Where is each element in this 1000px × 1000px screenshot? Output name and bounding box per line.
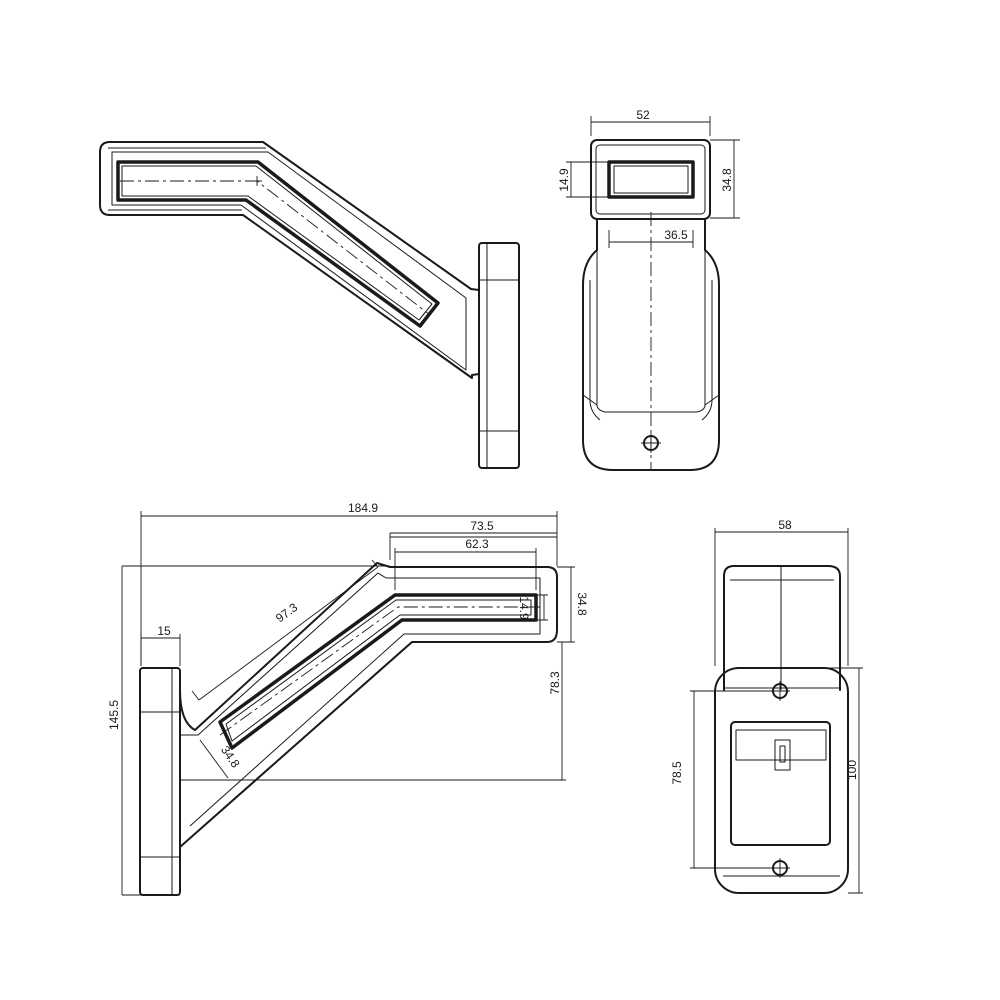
dim-rear-hole-spacing: 78.5	[670, 761, 684, 785]
rear-mount-plate	[714, 667, 849, 894]
dim-side-lens-height: 14.9	[517, 596, 531, 620]
arm-inner-outline	[111, 151, 467, 371]
rear-view	[714, 565, 849, 894]
lower-arm-outline	[179, 562, 558, 848]
dim-top-view-lens-width: 36.5	[664, 228, 688, 242]
base-detail-lines	[479, 243, 519, 468]
dim-top-view-height: 34.8	[720, 168, 734, 192]
lower-lens-centerline	[219, 606, 540, 736]
mounting-base	[478, 242, 520, 469]
dim-side-arm-height: 78.3	[548, 671, 562, 695]
arm-outline	[99, 141, 480, 379]
dim-side-lens-length: 62.3	[465, 537, 489, 551]
rear-plate-inner	[723, 687, 840, 877]
dim-side-angled-thickness: 34.8	[218, 743, 243, 770]
lower-arm-inner	[180, 572, 541, 827]
arm-inner-outline-2	[108, 147, 266, 211]
dim-rear-width: 58	[778, 518, 792, 532]
dim-side-base-depth: 15	[157, 624, 171, 638]
lower-lens-inner	[225, 599, 532, 742]
stem-outline	[582, 218, 720, 471]
rear-hole-crosses	[770, 681, 790, 878]
front-view	[582, 139, 720, 471]
lens-outline	[116, 160, 440, 328]
dim-rear-height: 100	[845, 760, 859, 780]
dim-top-view-width: 52	[636, 108, 650, 122]
lens-inner-line	[121, 165, 433, 321]
lower-base-lines	[140, 668, 180, 895]
head-inner	[595, 144, 706, 215]
side-view-upper	[99, 141, 520, 469]
lower-mounting-base	[139, 667, 181, 896]
side-view-lower	[139, 562, 558, 896]
head-outline	[590, 139, 711, 220]
rear-stem-inner	[735, 729, 827, 771]
front-lens-inner	[613, 165, 689, 194]
dim-side-angled-length: 97.3	[273, 600, 300, 625]
dim-side-total-height: 145.5	[107, 700, 121, 730]
dim-side-arm-length: 73.5	[470, 519, 494, 533]
front-lens	[607, 160, 695, 199]
dim-side-head-height: 34.8	[575, 592, 589, 616]
rear-top-inner	[730, 566, 834, 690]
dim-top-view-lens-height: 14.9	[557, 168, 571, 192]
dimension-lines	[121, 116, 863, 896]
rear-stem	[730, 721, 831, 846]
dim-side-total-length: 184.9	[348, 501, 378, 515]
rear-top-outline	[723, 565, 841, 691]
screw-hole-cross	[641, 433, 661, 453]
lens-center-cross	[252, 176, 262, 186]
